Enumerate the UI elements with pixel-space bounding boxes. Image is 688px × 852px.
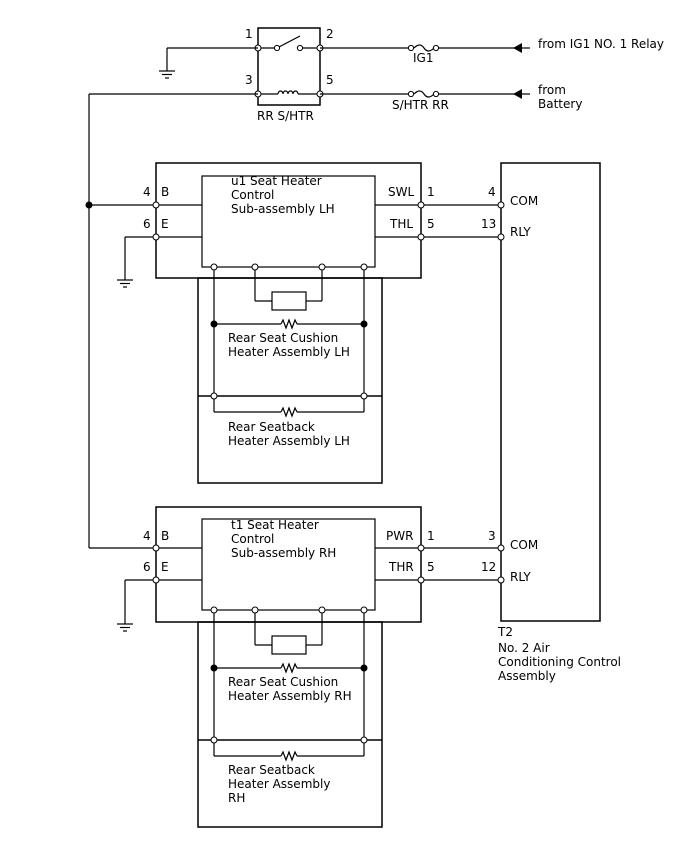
- ac-pin-4: 4: [488, 185, 496, 199]
- ac-name-line2: Conditioning Control: [498, 655, 621, 669]
- lh-cushion-heater-element: [280, 318, 298, 330]
- rh-back-label-line3: RH: [228, 791, 245, 805]
- lh-inner-box: [201, 175, 376, 268]
- ac-pin-12: 12: [481, 560, 496, 574]
- source-ig1-relay: from IG1 NO. 1 Relay: [538, 37, 664, 51]
- relay-coil: [277, 90, 299, 95]
- rh-seatback-heater-element: [280, 750, 298, 762]
- lh-term-e: E: [161, 217, 169, 231]
- rh-pin-b: 4: [143, 529, 151, 543]
- fuse-shtr-label: S/HTR RR: [392, 98, 449, 112]
- lh-pin-b: 4: [143, 185, 151, 199]
- lh-back-label-line1: Rear Seatback: [228, 420, 315, 434]
- arrow-battery-source: [513, 89, 522, 99]
- lh-seatback-heater-element: [280, 406, 298, 418]
- rear-seat-heaters-lh: Rear Seat Cushion Heater Assembly LH Rea…: [197, 263, 383, 484]
- rh-title-line1: t1 Seat Heater: [231, 518, 319, 532]
- rh-title-line2: Control: [231, 532, 274, 546]
- fuse-shtr-rr: [413, 90, 435, 98]
- rh-cushion-label-line2: Heater Assembly RH: [228, 689, 352, 703]
- ac-pin-13: 13: [481, 217, 496, 231]
- source-battery-line2: Battery: [538, 97, 582, 111]
- relay-pin-1: 1: [245, 27, 253, 41]
- rh-title-line3: Sub-assembly RH: [231, 546, 336, 560]
- lh-title-line1: u1 Seat Heater: [231, 174, 322, 188]
- ac-connector-id: T2: [497, 625, 513, 639]
- lh-pin-swl: 1: [427, 185, 435, 199]
- lh-back-label-line2: Heater Assembly LH: [228, 434, 350, 448]
- rh-term-thr: THR: [388, 560, 414, 574]
- ac-pin-3: 3: [488, 529, 496, 543]
- rh-pin-thr: 5: [427, 560, 435, 574]
- ac-term-rly-1: RLY: [510, 225, 531, 239]
- rh-term-e: E: [161, 560, 169, 574]
- relay-switch-contact: [276, 35, 301, 49]
- lh-heater-box: [197, 277, 383, 484]
- rh-pin-pwr: 1: [427, 529, 435, 543]
- relay-rr-shtr: 1 2 3 5 RR S/HTR: [245, 27, 334, 123]
- lh-cushion-label-line2: Heater Assembly LH: [228, 345, 350, 359]
- seat-heater-control-rh: t1 Seat Heater Control Sub-assembly RH 4…: [143, 506, 435, 623]
- relay-label: RR S/HTR: [257, 109, 314, 123]
- fuse-ig1-label: IG1: [413, 51, 433, 65]
- relay-pin-3: 3: [245, 73, 253, 87]
- ground-symbol-lh: [117, 279, 133, 288]
- lh-title-line3: Sub-assembly LH: [231, 202, 335, 216]
- lh-term-b: B: [161, 185, 169, 199]
- ground-symbol-top: [159, 70, 175, 79]
- rh-inner-box: [201, 518, 376, 611]
- rear-seat-heaters-rh: Rear Seat Cushion Heater Assembly RH Rea…: [197, 606, 383, 828]
- lh-pin-thl: 5: [427, 217, 435, 231]
- ac-term-com-2: COM: [510, 538, 538, 552]
- rh-back-label-line1: Rear Seatback: [228, 763, 315, 777]
- relay-pin-2: 2: [326, 27, 334, 41]
- rh-cushion-heater-element: [280, 662, 298, 674]
- ac-name-line3: Assembly: [498, 669, 556, 683]
- lh-pin-e: 6: [143, 217, 151, 231]
- lh-thermistor: [271, 291, 307, 311]
- ac-control-assembly: COM RLY COM RLY 4 13 3 12 T2 No. 2 Air C…: [481, 162, 621, 683]
- lh-cushion-label-line1: Rear Seat Cushion: [228, 331, 338, 345]
- rh-term-pwr: PWR: [386, 529, 413, 543]
- lh-term-swl: SWL: [388, 185, 414, 199]
- rh-back-label-line2: Heater Assembly: [228, 777, 330, 791]
- rh-pin-e: 6: [143, 560, 151, 574]
- ac-term-com-1: COM: [510, 194, 538, 208]
- rh-thermistor: [271, 635, 307, 655]
- relay-box: [257, 27, 321, 106]
- ac-box: [500, 162, 601, 622]
- rh-heater-box: [197, 621, 383, 828]
- source-battery-line1: from: [538, 83, 566, 97]
- rh-cushion-label-line1: Rear Seat Cushion: [228, 675, 338, 689]
- rh-term-b: B: [161, 529, 169, 543]
- fuse-ig1: [413, 44, 435, 52]
- arrow-ig1-source: [513, 43, 522, 53]
- seat-heater-control-lh: u1 Seat Heater Control Sub-assembly LH 4…: [143, 162, 435, 279]
- relay-pin-5: 5: [326, 73, 334, 87]
- lh-term-thl: THL: [389, 217, 413, 231]
- ac-term-rly-2: RLY: [510, 570, 531, 584]
- ac-name-line1: No. 2 Air: [498, 641, 550, 655]
- ground-symbol-rh: [117, 623, 133, 632]
- connector-terminals: [152, 201, 505, 584]
- lh-title-line2: Control: [231, 188, 274, 202]
